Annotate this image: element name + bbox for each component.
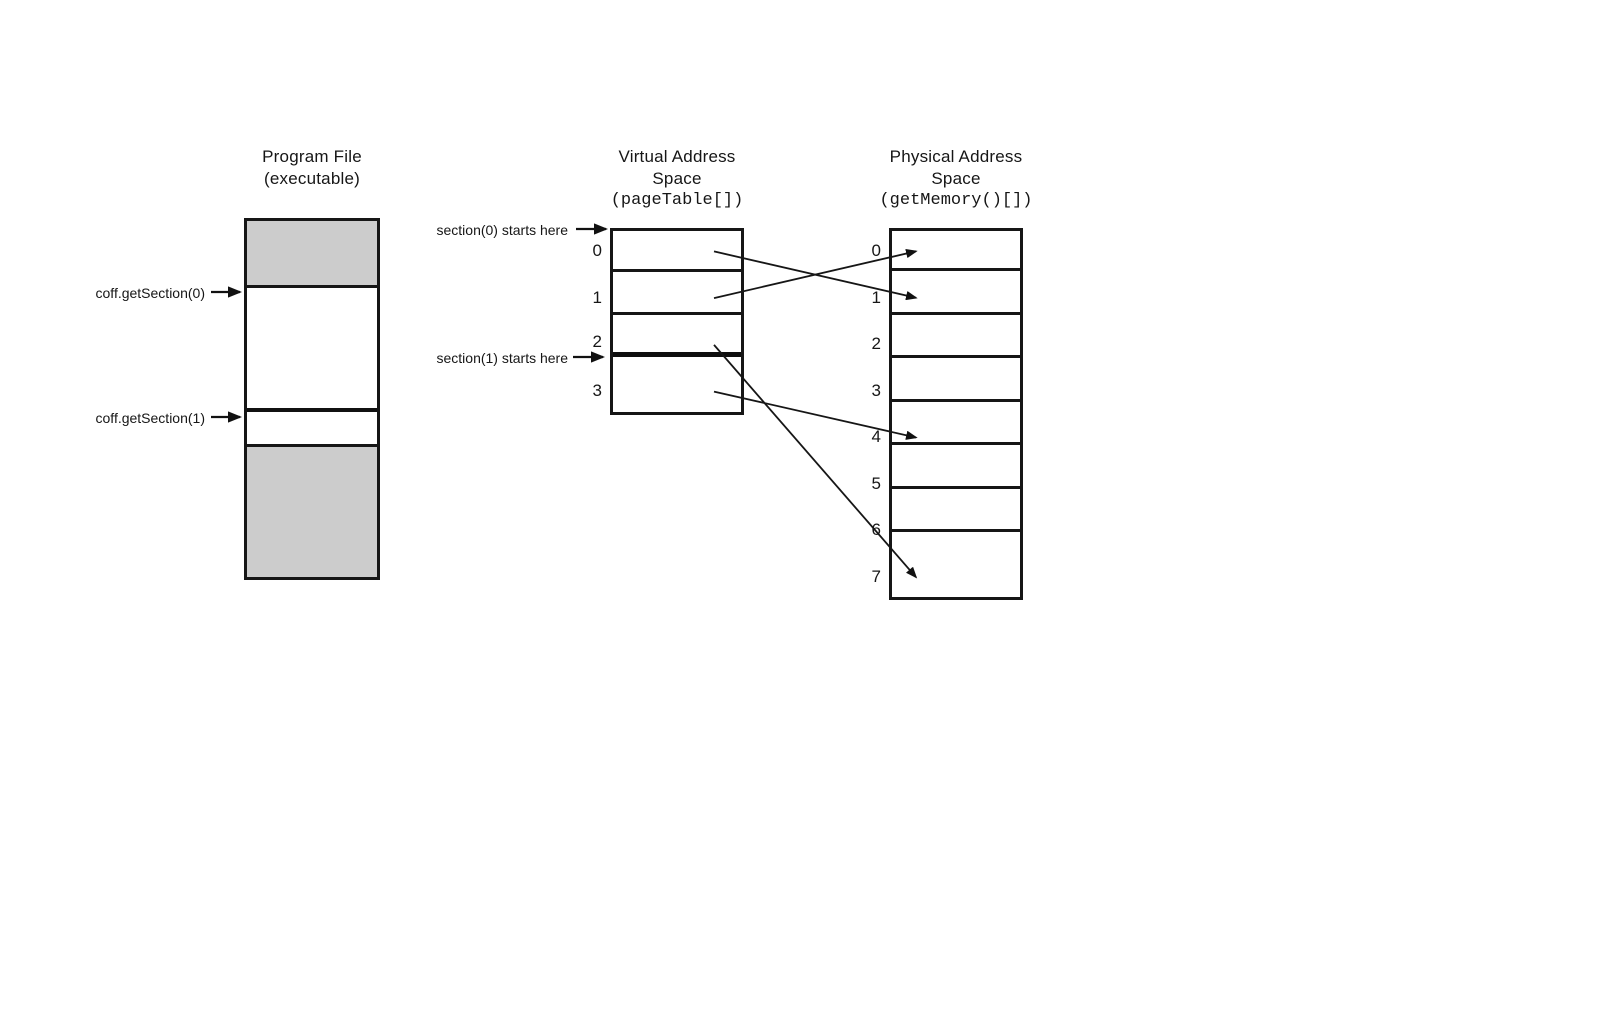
physical-row-label-6: 6: [871, 520, 881, 539]
physical-row-label-4: 4: [871, 427, 881, 446]
physical-address-title-line1: Physical Address: [889, 147, 1023, 166]
virtual-address-title-line1: Virtual Address: [618, 147, 736, 166]
virtual-address-table: [610, 228, 744, 415]
physical-row-label-5: 5: [871, 474, 881, 493]
program-file-section-1-segment: [247, 412, 377, 447]
physical-address-title-line2: Space: [931, 169, 981, 188]
program-file-footer-segment: [247, 447, 377, 577]
virtual-address-title-line2: Space: [652, 169, 702, 188]
physical-frame-row-0: [892, 231, 1020, 271]
physical-frame-row-2: [892, 315, 1020, 358]
coff-getsection-1-label: coff.getSection(1): [95, 410, 205, 426]
program-file-title-line1: Program File: [262, 147, 362, 166]
virtual-address-title: Virtual Address Space (pageTable[]): [597, 146, 757, 212]
physical-frame-row-7: [892, 532, 1020, 597]
program-file-section-0-segment: [247, 288, 377, 412]
section-1-starts-here-label: section(1) starts here: [436, 350, 569, 366]
virtual-page-row-1: [613, 272, 741, 315]
physical-address-table: [889, 228, 1023, 600]
mapping-arrow-v2-p7: [713, 344, 918, 579]
program-file-header-segment: [247, 221, 377, 288]
coff-getsection-0-label: coff.getSection(0): [95, 285, 205, 301]
physical-address-title-code: (getMemory()[]): [879, 191, 1033, 210]
program-file-title: Program File (executable): [232, 146, 392, 190]
page-mapping-arrows: [713, 248, 918, 579]
physical-frame-row-4: [892, 402, 1020, 445]
section-0-starts-here-label: section(0) starts here: [436, 222, 569, 238]
physical-frame-row-3: [892, 358, 1020, 402]
physical-frame-row-6: [892, 489, 1020, 532]
virtual-page-row-2: [613, 315, 741, 357]
physical-row-label-2: 2: [871, 334, 881, 353]
physical-frame-row-1: [892, 271, 1020, 315]
virtual-row-label-3: 3: [592, 381, 602, 400]
virtual-address-title-code: (pageTable[]): [610, 191, 744, 210]
physical-frame-row-5: [892, 445, 1020, 489]
mapping-arrow-v3-p4: [713, 390, 918, 440]
virtual-page-row-0: [613, 231, 741, 272]
program-file-box: [244, 218, 380, 580]
physical-row-label-0: 0: [871, 241, 881, 260]
program-file-title-line2: (executable): [264, 169, 360, 188]
mapping-arrow-v1-p0: [713, 248, 918, 299]
physical-address-title: Physical Address Space (getMemory()[]): [876, 146, 1036, 212]
virtual-row-label-0: 0: [592, 241, 602, 260]
physical-row-label-1: 1: [871, 288, 881, 307]
virtual-row-label-1: 1: [592, 288, 602, 307]
mapping-arrow-v0-p1: [713, 250, 918, 301]
physical-row-label-3: 3: [871, 381, 881, 400]
physical-row-label-7: 7: [871, 567, 881, 586]
virtual-page-row-3: [613, 357, 741, 412]
virtual-row-label-2: 2: [592, 332, 602, 351]
